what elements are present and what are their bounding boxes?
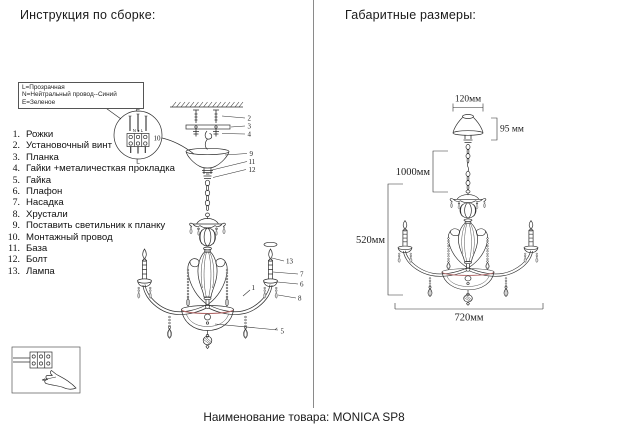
nuts-and-hook (193, 129, 219, 140)
part-label-8: 8 (298, 295, 302, 303)
dim-body-width: 720мм (454, 313, 483, 324)
parts-list: 1.Рожки 2.Установочный винт 3.Планка 4.Г… (6, 129, 175, 277)
parts-list-item: 12.Болт (7, 254, 48, 266)
chain (465, 144, 471, 191)
wire-legend-line: N=Нейтральный провод--Синий (22, 91, 117, 99)
parts-list-item: 10.Монтажный провод (7, 231, 113, 243)
parts-list-item: 9.Поставить светильник к планку (12, 220, 166, 232)
part-label-7: 7 (300, 271, 304, 279)
wire-legend-line: L=Прозрачная (22, 84, 65, 91)
part-label-4: 4 (248, 131, 252, 139)
chandelier-drawing (398, 190, 538, 305)
assembly-diagram: E N ● L L 10 2 3 4 9 11 12 13 7 6 8 1 5 (11, 101, 305, 394)
wiring-inset (11, 346, 81, 394)
assembly-title: Инструкция по сборке: (20, 8, 156, 22)
dim-chain-length: 1000мм (396, 167, 431, 178)
label-leaders (211, 115, 299, 331)
panel-divider (313, 0, 314, 408)
part-label-11: 11 (249, 158, 256, 166)
part-label-5: 5 (281, 328, 285, 336)
terminal-bottom-label: L (136, 159, 140, 166)
part-label-9: 9 (250, 150, 254, 158)
parts-list-item: 1.Рожки (12, 129, 54, 140)
terminal-mid-label: N ● L (133, 128, 144, 133)
part-label-6: 6 (300, 281, 304, 289)
parts-list-item: 6.Плафон (12, 185, 63, 197)
part-label-12: 12 (249, 166, 257, 174)
dimension-lines (387, 103, 544, 310)
bulb-halo (263, 241, 278, 248)
dim-body-height: 520мм (356, 235, 385, 246)
product-name: Наименование товара: MONICA SP8 (203, 410, 405, 424)
ceiling-hatch (170, 101, 244, 108)
ceiling-canopy (185, 147, 230, 179)
dim-canopy-width: 120мм (455, 95, 481, 105)
dim-canopy-height: 95 мм (500, 125, 524, 135)
part-label-3: 3 (248, 123, 252, 131)
parts-list-item: 7.Насадка (12, 197, 64, 209)
part-number-labels: 2 3 4 9 11 12 13 7 6 8 1 5 (248, 115, 305, 336)
mounting-screws (193, 109, 219, 123)
parts-list-item: 3.Планка (12, 151, 59, 163)
part-label-1: 1 (252, 284, 256, 292)
parts-list-item: 5.Гайка (12, 174, 52, 186)
wire-legend-line: E=Зеленое (22, 98, 56, 106)
dimensions-diagram: 120мм 95 мм 1000мм 520мм 720мм (356, 95, 544, 324)
wire-number-label: 10 (154, 135, 162, 143)
canopy-drawing (452, 114, 484, 143)
chain (204, 179, 211, 211)
dimension-labels: 120мм 95 мм 1000мм 520мм 720мм (356, 95, 524, 324)
wire-legend-box: L=Прозрачная N=Нейтральный провод--Синий… (18, 82, 144, 109)
canopy-wire (204, 138, 208, 150)
terminal-detail-labels: E N ● L L 10 (133, 107, 161, 166)
parts-list-item: 2.Установочный винт (12, 140, 112, 152)
dimensions-title: Габаритные размеры: (345, 8, 477, 22)
parts-list-item: 11.База (8, 242, 48, 254)
part-label-13: 13 (286, 258, 294, 266)
detail-to-canopy-leader (161, 137, 195, 155)
parts-list-item: 8.Хрустали (12, 208, 68, 220)
parts-list-item: 4.Гайки +металичесткая прокладка (12, 163, 175, 175)
terminal-top-label: E (136, 107, 141, 114)
part-label-2: 2 (248, 115, 252, 123)
parts-list-item: 13.Лампа (7, 265, 55, 277)
mounting-bracket (185, 124, 231, 130)
terminal-detail-circle (113, 110, 195, 160)
